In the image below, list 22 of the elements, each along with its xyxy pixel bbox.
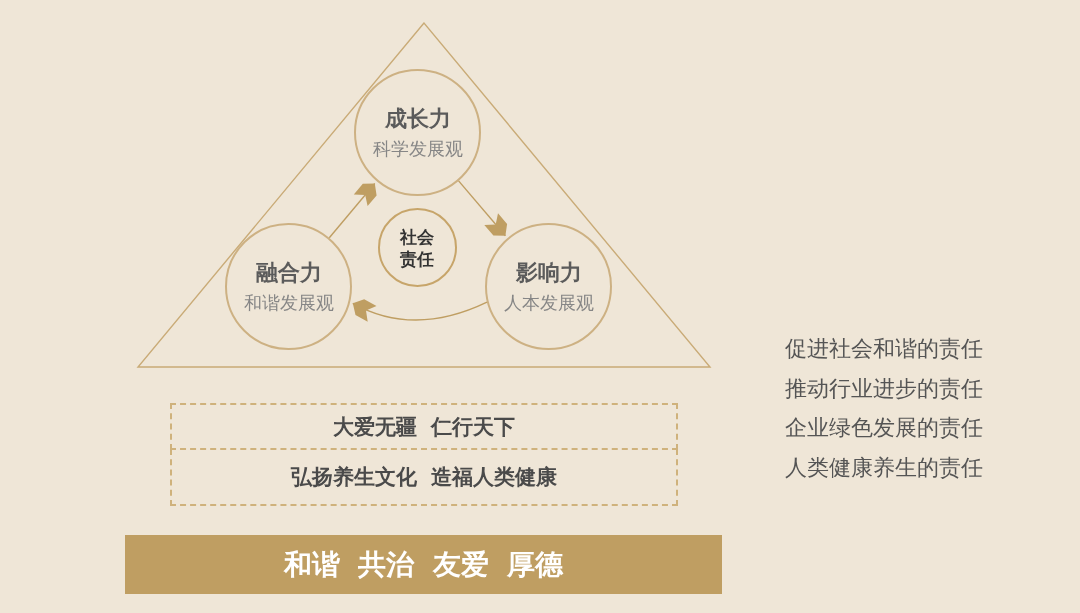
center-circle (378, 208, 457, 287)
node-title: 成长力 (384, 105, 451, 132)
center-title: 社会责任 (399, 225, 436, 270)
responsibility-text: 推动行业进步的责任 (785, 374, 983, 403)
banner-bar (125, 535, 722, 594)
motto-text: 大爱无疆 仁行天下 (332, 413, 516, 440)
arrow (352, 299, 488, 322)
responsibility-text: 人类健康养生的责任 (785, 453, 983, 482)
banner-text: 和谐 共治 友爱 厚德 (284, 547, 563, 582)
node-subtitle: 和谐发展观 (243, 291, 334, 314)
motto-text: 弘扬养生文化 造福人类健康 (290, 463, 558, 490)
responsibility-text: 促进社会和谐的责任 (785, 335, 983, 363)
node-subtitle: 人本发展观 (503, 291, 594, 314)
dashed-panel (170, 403, 678, 450)
node-subtitle: 科学发展观 (372, 137, 463, 160)
circle-node (225, 223, 352, 350)
responsibility-text: 企业绿色发展的责任 (785, 414, 983, 442)
arrow (457, 180, 508, 237)
node-title: 影响力 (515, 259, 582, 286)
node-title: 融合力 (255, 259, 322, 286)
dashed-panel (170, 449, 678, 506)
arrow (328, 182, 377, 239)
